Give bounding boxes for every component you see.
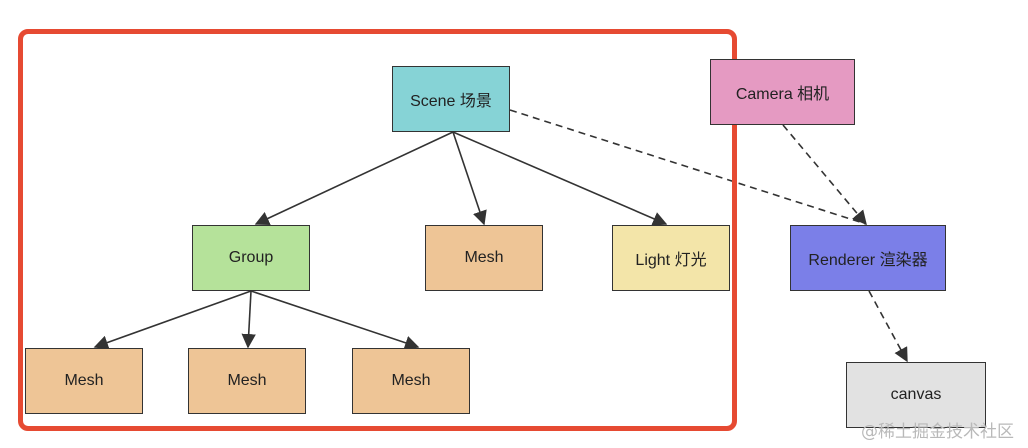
edge-group-to-mesh-1 [93,290,252,350]
node-mesh-2: Mesh [188,348,306,414]
node-renderer: Renderer 渲染器 [790,225,946,291]
edge-group-to-mesh-3 [250,290,420,350]
edge-scene-to-renderer [509,109,867,225]
edge-camera-to-renderer [782,124,867,226]
watermark: @稀土掘金技术社区 [861,422,1014,442]
edge-renderer-to-canvas [868,290,908,363]
node-group: Group [192,225,310,291]
edge-scene-to-light [452,131,668,226]
node-canvas: canvas [846,362,986,428]
edge-scene-to-mesh-top [452,131,487,226]
edge-group-to-mesh-2 [241,290,256,349]
node-scene: Scene 场景 [392,66,510,132]
node-mesh-1: Mesh [25,348,143,414]
node-mesh-top: Mesh [425,225,543,291]
edge-scene-to-group [254,131,454,226]
node-light: Light 灯光 [612,225,730,291]
node-mesh-3: Mesh [352,348,470,414]
node-camera: Camera 相机 [710,59,855,125]
scene-graph-highlight-frame [18,29,737,431]
